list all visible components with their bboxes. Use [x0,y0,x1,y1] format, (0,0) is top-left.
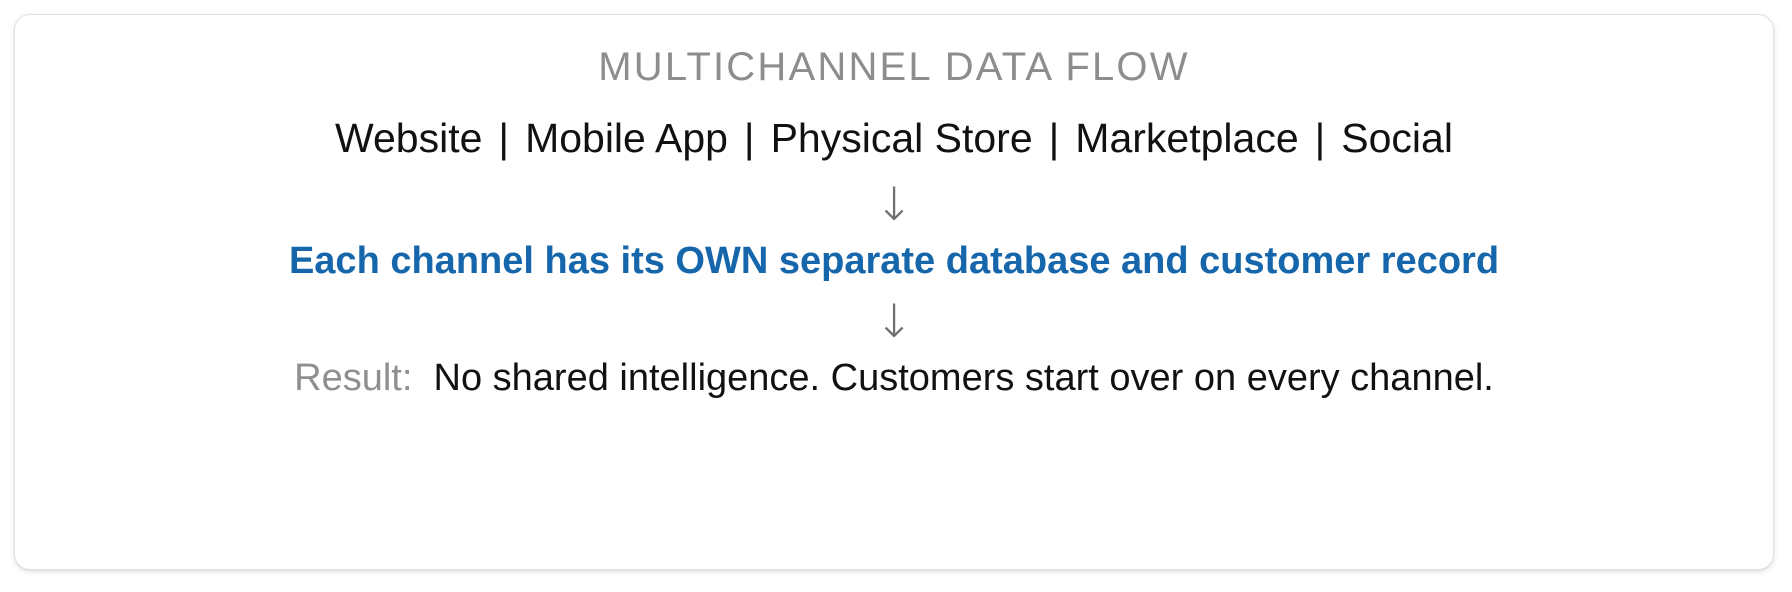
channel-list: Website | Mobile App | Physical Store | … [335,115,1453,162]
channel-item-social: Social [1341,115,1453,161]
multichannel-data-flow-card: MULTICHANNEL DATA FLOW Website | Mobile … [14,14,1774,570]
channel-separator: | [498,115,510,161]
result-statement: Result: No shared intelligence. Customer… [294,357,1494,400]
emphasis-statement: Each channel has its OWN separate databa… [288,240,1500,282]
result-text: No shared intelligence. Customers start … [433,357,1494,399]
channel-item-mobile-app: Mobile App [525,115,728,161]
arrow-down-icon: ↓ [874,294,914,348]
channel-separator: | [743,115,755,161]
page-title: MULTICHANNEL DATA FLOW [598,45,1190,89]
channel-item-physical-store: Physical Store [770,115,1033,161]
arrow-down-icon: ↓ [874,177,914,231]
channel-separator: | [1048,115,1060,161]
channel-item-marketplace: Marketplace [1075,115,1299,161]
result-label: Result: [294,357,423,399]
channel-item-website: Website [335,115,483,161]
channel-separator: | [1314,115,1326,161]
